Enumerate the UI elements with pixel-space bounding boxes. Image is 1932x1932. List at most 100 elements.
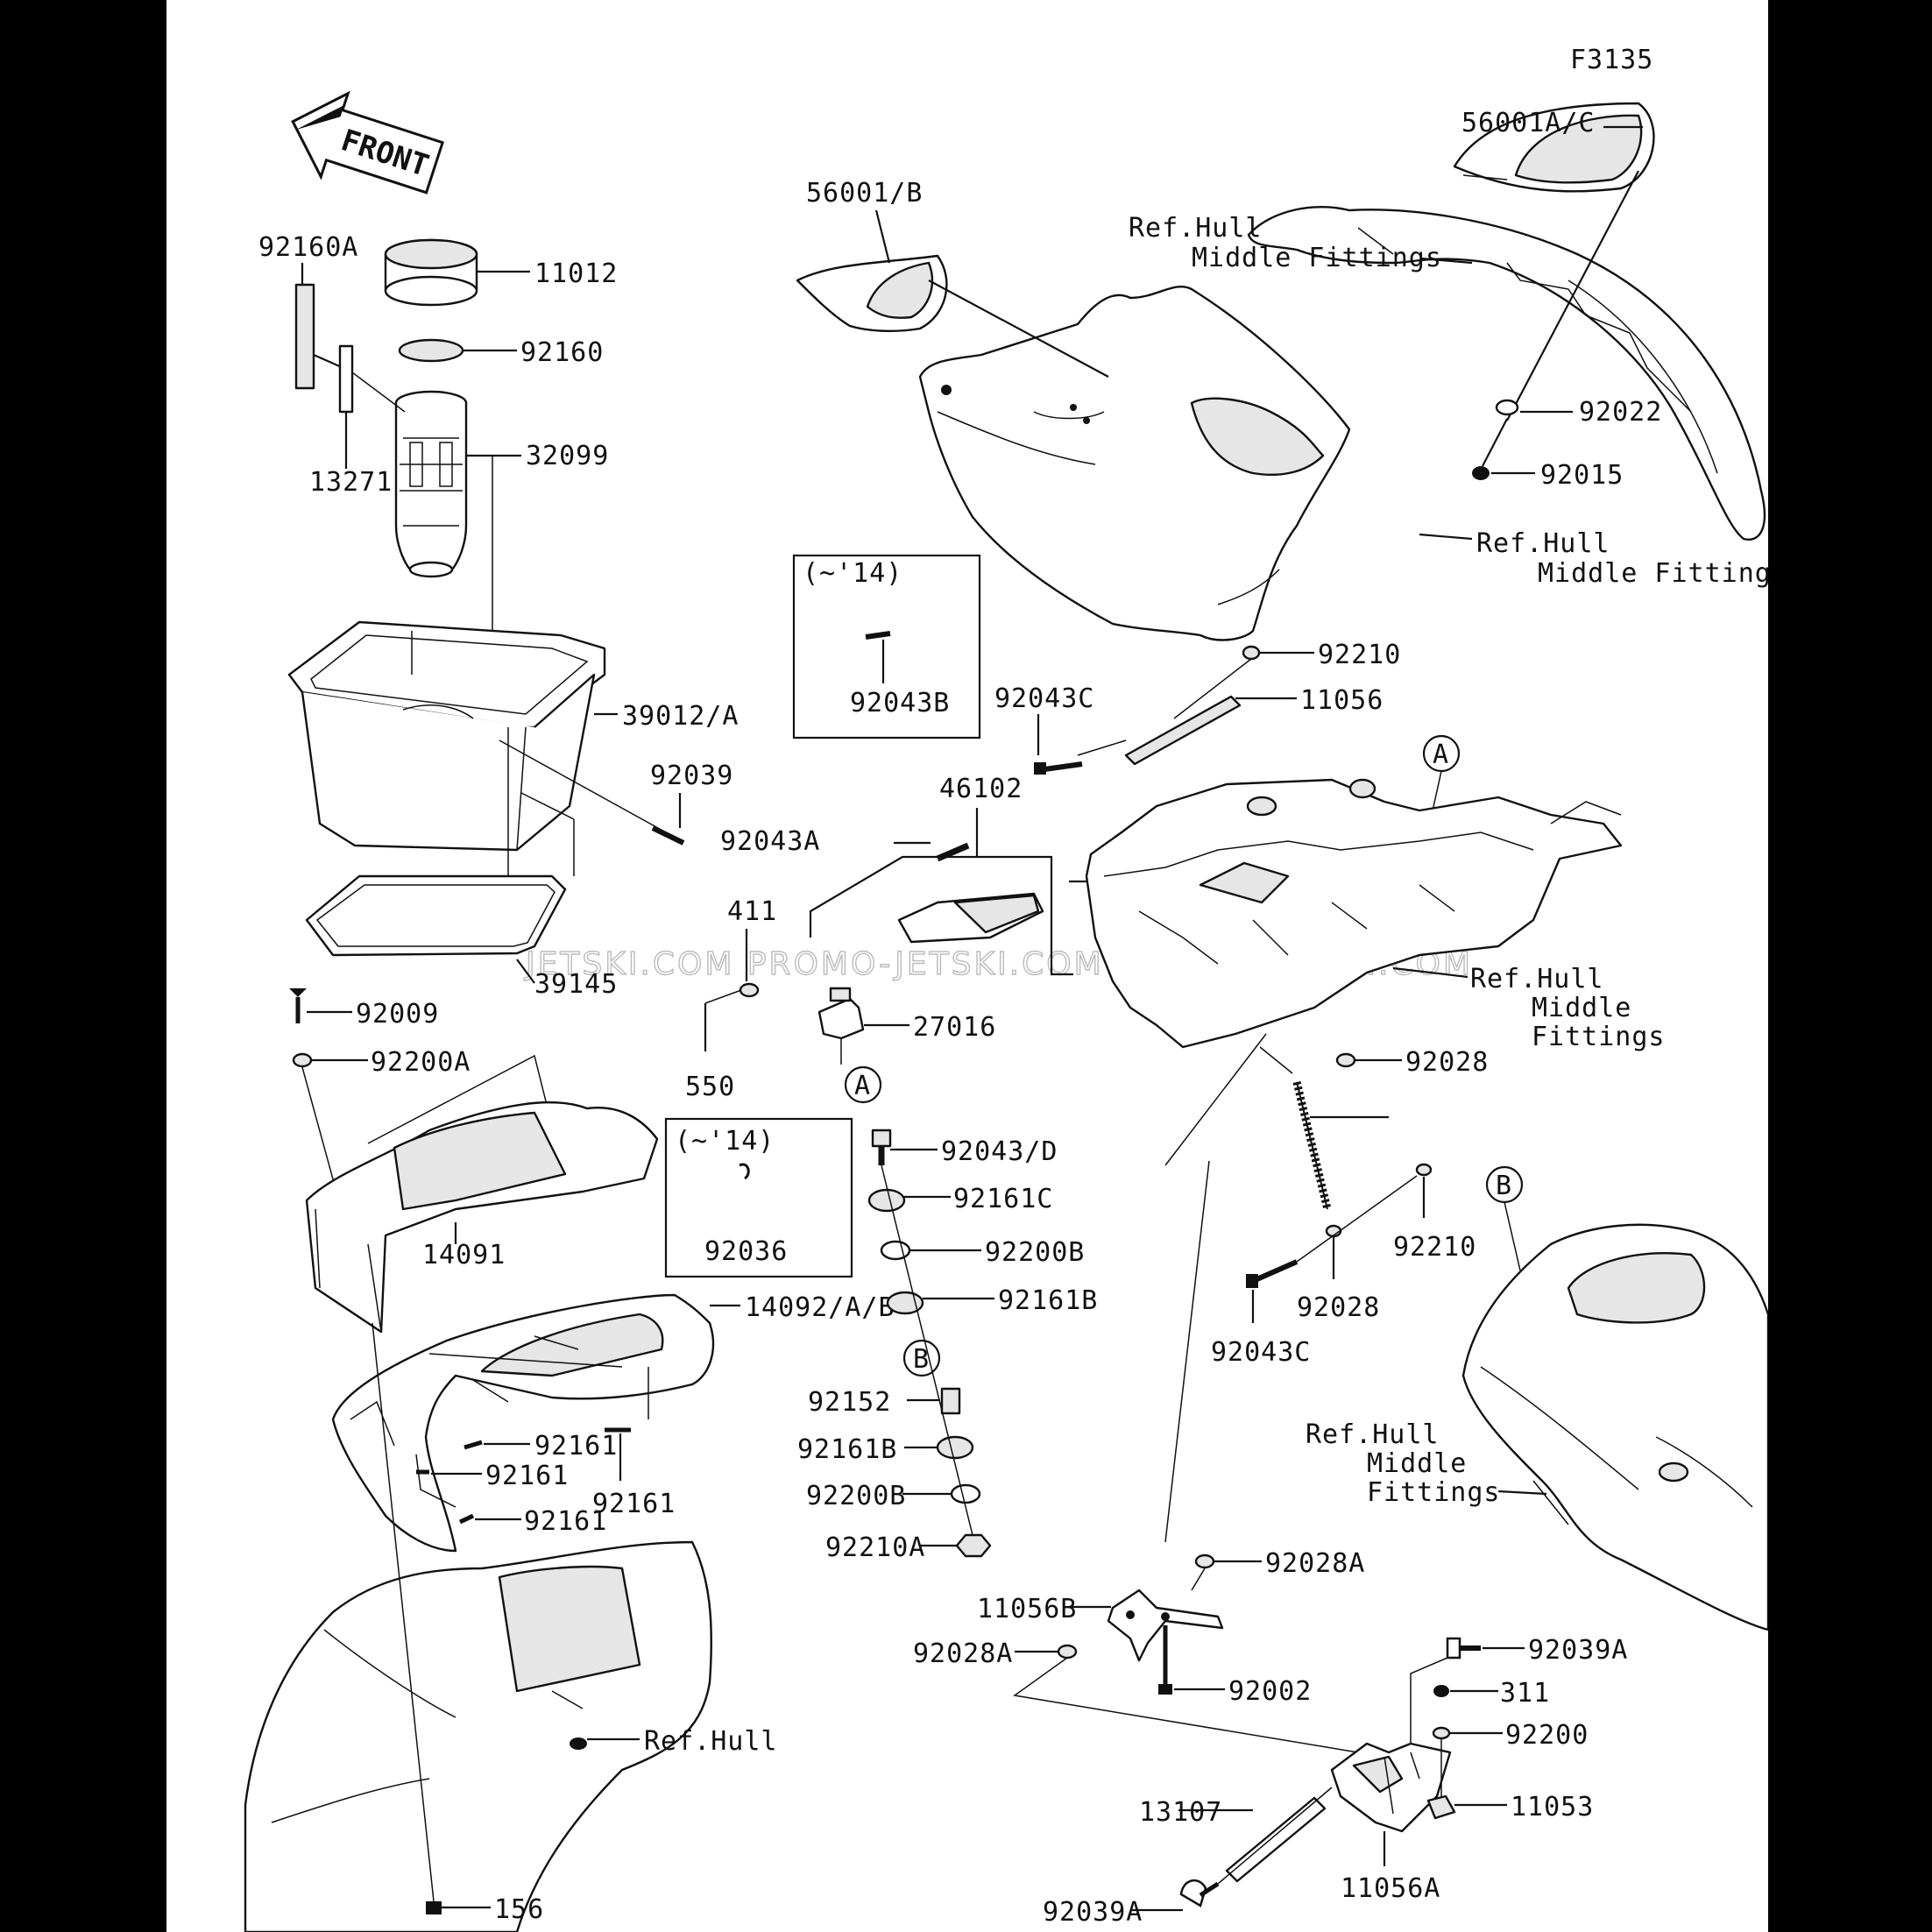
hull-front-icon bbox=[244, 1540, 713, 1932]
label-refhull-5c: Fittings bbox=[1367, 1477, 1501, 1508]
label-92043c-1: 92043C bbox=[994, 683, 1094, 714]
label-13271: 13271 bbox=[309, 467, 393, 498]
seat-cover-14092ab-icon bbox=[331, 1293, 715, 1553]
label-92161-1: 92161 bbox=[534, 1431, 618, 1461]
front-arrow-icon: FRONT bbox=[291, 90, 445, 195]
label-92161b-2: 92161B bbox=[797, 1434, 897, 1465]
callout-a-1: A bbox=[844, 1065, 882, 1104]
label-refhull-3: Ref.Hull bbox=[644, 1726, 778, 1757]
bolt-92039-icon bbox=[651, 825, 685, 846]
hull-fitting-rear-icon bbox=[1247, 206, 1766, 541]
washer-92028-1-icon bbox=[1335, 1052, 1356, 1068]
washer-92022-icon bbox=[1495, 399, 1519, 416]
nut-92210-2-icon bbox=[1415, 1163, 1433, 1177]
exploded-parts-diagram: JETSKI.COM PROMO-JETSKI.COM PROMO-JETSKI… bbox=[244, 45, 1768, 1932]
label-46102: 46102 bbox=[939, 774, 1023, 804]
label-92028-1: 92028 bbox=[1405, 1047, 1489, 1078]
label-92043a: 92043A bbox=[720, 826, 820, 857]
label-14092ab: 14092/A/B bbox=[745, 1292, 895, 1323]
label-92161c: 92161C bbox=[953, 1184, 1053, 1214]
gasket-39145-icon bbox=[305, 874, 567, 957]
label-56001ac: 56001A/C bbox=[1461, 108, 1596, 138]
washer-92200b-1-icon bbox=[880, 1240, 911, 1261]
washer-92028a-2-icon bbox=[1057, 1644, 1078, 1660]
figure-code: F3135 bbox=[1570, 45, 1653, 75]
label-11056b: 11056B bbox=[977, 1594, 1077, 1624]
bolt-92043a-icon bbox=[936, 842, 970, 862]
label-27016: 27016 bbox=[913, 1012, 996, 1043]
washer-92200b-2-icon bbox=[950, 1483, 981, 1504]
bracket-11056b-icon bbox=[1107, 1589, 1224, 1662]
label-refhull-2a: Ref.Hull bbox=[1476, 528, 1610, 559]
gasket-92160-icon bbox=[398, 338, 464, 363]
label-refhull-4b: Middle bbox=[1532, 993, 1631, 1023]
hull-fitting-middle-icon bbox=[918, 286, 1351, 641]
label-92161-2: 92161 bbox=[485, 1461, 569, 1491]
clip-92036-icon bbox=[739, 1163, 750, 1180]
label-92200b-1: 92200B bbox=[985, 1237, 1085, 1268]
label-92200: 92200 bbox=[1505, 1720, 1589, 1751]
inset-box-92043b: (~'14) 92043B bbox=[792, 554, 981, 740]
label-92028-2: 92028 bbox=[1297, 1292, 1380, 1323]
label-92043c-2: 92043C bbox=[1211, 1337, 1311, 1368]
filler-neck-32099-icon bbox=[394, 390, 468, 578]
label-92161-3: 92161 bbox=[524, 1506, 607, 1537]
part-56001b-icon bbox=[796, 254, 948, 333]
bracket-11056a-icon bbox=[1330, 1742, 1452, 1833]
label-refhull-4a: Ref.Hull bbox=[1470, 964, 1604, 994]
label-11056a: 11056A bbox=[1341, 1873, 1440, 1904]
label-32099: 32099 bbox=[526, 441, 609, 471]
storage-bin-39012a-icon bbox=[287, 620, 606, 852]
label-92161b-1: 92161B bbox=[998, 1285, 1098, 1316]
lid-liner-14091-icon bbox=[305, 1100, 659, 1334]
label-411: 411 bbox=[727, 896, 777, 927]
label-92160: 92160 bbox=[520, 337, 604, 368]
label-39012a: 39012/A bbox=[622, 701, 739, 732]
inset-2-part: 92036 bbox=[704, 1236, 788, 1267]
nut-92210-1-icon bbox=[1242, 645, 1261, 661]
label-311: 311 bbox=[1500, 1678, 1550, 1709]
label-550: 550 bbox=[685, 1072, 735, 1102]
svg-text:B: B bbox=[913, 1344, 930, 1375]
part-56001ac-icon bbox=[1453, 102, 1655, 193]
callout-b-2: B bbox=[1485, 1165, 1524, 1204]
callout-a-2: A bbox=[1422, 734, 1461, 773]
inset-2-year-note: (~'14) bbox=[675, 1126, 775, 1157]
nut-311-icon bbox=[1433, 1685, 1449, 1697]
bolt-92002-icon bbox=[1158, 1625, 1172, 1695]
washer-92028a-1-icon bbox=[1194, 1553, 1215, 1569]
label-refhull-1a: Ref.Hull bbox=[1129, 213, 1263, 244]
label-92028a-2: 92028A bbox=[913, 1638, 1013, 1669]
label-11053: 11053 bbox=[1511, 1792, 1594, 1822]
label-92200b-2: 92200B bbox=[806, 1481, 906, 1511]
label-56001b: 56001/B bbox=[806, 178, 923, 209]
svg-text:A: A bbox=[1433, 740, 1449, 770]
spring-92161a-icon bbox=[1292, 1080, 1332, 1211]
label-92009: 92009 bbox=[356, 999, 439, 1030]
bolt-92043c-1-icon bbox=[1034, 761, 1083, 775]
label-92200a: 92200A bbox=[371, 1047, 471, 1078]
label-92015: 92015 bbox=[1540, 460, 1624, 491]
label-refhull-5b: Middle bbox=[1367, 1448, 1467, 1479]
grommet-92161c-icon bbox=[867, 1188, 906, 1213]
label-92160a: 92160A bbox=[258, 232, 358, 263]
label-11056: 11056 bbox=[1300, 685, 1384, 716]
label-11012: 11012 bbox=[534, 258, 618, 289]
label-plate-92160a-icon bbox=[294, 283, 315, 390]
svg-text:B: B bbox=[1496, 1171, 1512, 1201]
label-92039: 92039 bbox=[650, 761, 733, 791]
label-92039a-2: 92039A bbox=[1043, 1897, 1143, 1928]
label-92028a-1: 92028A bbox=[1265, 1548, 1365, 1579]
label-92210-2: 92210 bbox=[1393, 1232, 1476, 1263]
hull-fitting-mid-frame-icon bbox=[1085, 778, 1623, 1049]
label-92022: 92022 bbox=[1579, 397, 1662, 428]
nut-92210a-icon bbox=[955, 1533, 992, 1558]
label-92002: 92002 bbox=[1228, 1676, 1312, 1707]
bolt-92043b-icon bbox=[865, 631, 891, 640]
filler-cap-11012-icon bbox=[384, 238, 478, 307]
label-92210a: 92210A bbox=[825, 1532, 925, 1563]
pin-13107-icon bbox=[1225, 1796, 1327, 1883]
washer-92200-icon bbox=[1432, 1726, 1451, 1740]
collar-92152-icon bbox=[940, 1387, 961, 1415]
latch-handle-92172-icon bbox=[897, 892, 1044, 944]
